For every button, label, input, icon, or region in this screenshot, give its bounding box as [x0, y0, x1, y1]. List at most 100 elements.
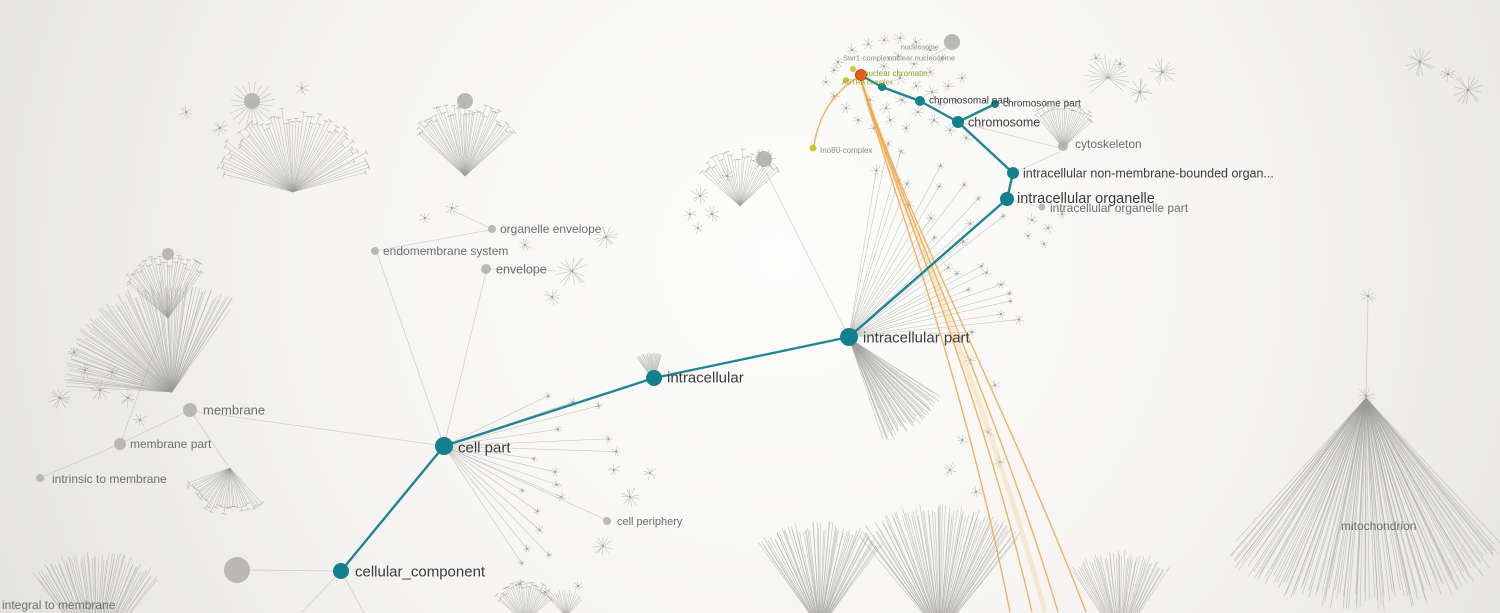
collapsed-term-node[interactable] — [1089, 52, 1103, 64]
collapsed-term-node[interactable] — [684, 207, 697, 221]
label-intracellular-organelle[interactable]: intracellular organelle — [1017, 191, 1155, 207]
collapsed-term-node[interactable] — [1056, 208, 1068, 219]
related-term-node[interactable] — [850, 66, 856, 72]
related-term-node[interactable] — [843, 77, 849, 83]
hub-node[interactable] — [1038, 203, 1046, 211]
collapsed-term-node[interactable] — [643, 467, 656, 480]
hub-node[interactable] — [488, 225, 496, 233]
collapsed-term-node[interactable] — [878, 59, 890, 73]
hub-node[interactable] — [114, 438, 126, 450]
collapsed-term-node[interactable] — [1360, 288, 1376, 303]
hub-node[interactable] — [603, 517, 611, 525]
label-nuclear-chromatin[interactable]: nuclear chromatin — [864, 69, 928, 78]
collapsed-term-node[interactable] — [692, 222, 703, 234]
collapsed-term-node[interactable] — [924, 85, 939, 100]
label-intracellular-organelle-part[interactable]: intracellular organelle part — [1050, 201, 1189, 215]
collapsed-term-node[interactable] — [846, 44, 858, 55]
label-cell-periphery[interactable]: cell periphery — [617, 516, 683, 528]
label-endomembrane-system[interactable]: endomembrane system — [383, 244, 508, 258]
label-mitochondrion[interactable]: mitochondrion — [1341, 519, 1416, 533]
hub-node[interactable] — [1058, 141, 1068, 151]
label-intracellular[interactable]: intracellular — [667, 369, 744, 386]
term-node-chromosomal-part[interactable] — [915, 96, 925, 106]
collapsed-term-node[interactable] — [879, 102, 892, 114]
collapsed-term-node[interactable] — [993, 455, 1006, 469]
collapsed-term-node[interactable] — [936, 52, 948, 64]
collapsed-term-node[interactable] — [892, 51, 904, 61]
term-node-intracellular-organelle[interactable] — [1000, 192, 1014, 206]
collapsed-term-node[interactable] — [446, 201, 459, 216]
hub-node[interactable] — [244, 93, 260, 109]
collapsed-term-node[interactable] — [909, 58, 920, 70]
collapsed-term-node[interactable] — [893, 71, 907, 85]
collapsed-term-node[interactable] — [839, 101, 852, 114]
collapsed-term-node[interactable] — [1128, 79, 1153, 104]
hub-node[interactable] — [36, 474, 44, 482]
collapsed-term-node[interactable] — [519, 238, 532, 251]
collapsed-term-node[interactable] — [911, 105, 925, 117]
collapsed-term-node[interactable] — [119, 388, 136, 408]
collapsed-term-node[interactable] — [933, 98, 946, 110]
collapsed-term-node[interactable] — [829, 64, 840, 75]
term-node-chromosome[interactable] — [952, 116, 964, 128]
collapsed-term-node[interactable] — [544, 289, 561, 306]
label-intracellular-part[interactable]: intracellular part — [863, 329, 971, 346]
hub-node[interactable] — [183, 403, 197, 417]
collapsed-term-node[interactable] — [924, 66, 936, 78]
hub-node[interactable] — [224, 557, 250, 583]
collapsed-term-node[interactable] — [1114, 58, 1126, 70]
label-integral-to-membrane[interactable]: integral to membrane — [2, 598, 116, 612]
collapsed-term-node[interactable] — [719, 168, 734, 184]
collapsed-term-node[interactable] — [983, 427, 993, 438]
collapsed-term-node[interactable] — [924, 44, 937, 55]
collapsed-term-node[interactable] — [607, 463, 620, 475]
collapsed-term-node[interactable] — [295, 80, 309, 95]
collapsed-term-node[interactable] — [555, 257, 588, 287]
collapsed-term-node[interactable] — [961, 133, 972, 144]
label-nucleosome[interactable]: nucleosome — [901, 44, 939, 51]
term-node-intracellular-part[interactable] — [840, 328, 858, 346]
collapsed-term-node[interactable] — [910, 36, 922, 47]
term-node-junction[interactable] — [878, 83, 886, 91]
selected-term-node[interactable] — [855, 69, 867, 81]
collapsed-term-node[interactable] — [1453, 75, 1483, 105]
label-astra-complex[interactable]: ASTRA complex — [842, 79, 893, 86]
term-node-chromosome-part[interactable] — [991, 100, 999, 108]
hub-node[interactable] — [944, 34, 960, 50]
collapsed-term-node[interactable] — [1439, 67, 1457, 83]
collapsed-term-node[interactable] — [829, 91, 840, 101]
collapsed-term-node[interactable] — [515, 578, 526, 590]
collapsed-term-node[interactable] — [105, 365, 120, 380]
collapsed-term-node[interactable] — [621, 487, 641, 507]
label-envelope[interactable]: envelope — [496, 262, 547, 276]
related-term-node[interactable] — [809, 144, 817, 152]
collapsed-term-node[interactable] — [852, 115, 863, 125]
collapsed-term-node[interactable] — [878, 34, 890, 45]
collapsed-term-node[interactable] — [133, 414, 147, 427]
collapsed-term-node[interactable] — [862, 37, 873, 50]
collapsed-term-node[interactable] — [1042, 223, 1053, 234]
collapsed-term-node[interactable] — [89, 380, 111, 400]
label-organelle-envelope[interactable]: organelle envelope — [500, 222, 602, 236]
label-swr1-complex[interactable]: Swr1-complex — [843, 54, 891, 63]
collapsed-term-node[interactable] — [48, 388, 71, 409]
collapsed-term-node[interactable] — [592, 537, 613, 556]
collapsed-term-node[interactable] — [419, 212, 431, 223]
collapsed-term-node[interactable] — [957, 435, 968, 445]
collapsed-term-node[interactable] — [901, 122, 911, 134]
term-node-intracellular-non-membrane-bounded-organ[interactable] — [1007, 167, 1019, 179]
collapsed-term-node[interactable] — [1023, 231, 1032, 240]
label-chromosome-part[interactable]: chromosome part — [1003, 99, 1081, 110]
label-ino80-complex[interactable]: Ino80-complex — [820, 146, 872, 155]
label-intracellular-non-membrane-bounded-organ[interactable]: intracellular non-membrane-bounded organ… — [1023, 166, 1274, 180]
collapsed-term-node[interactable] — [1039, 240, 1048, 249]
collapsed-term-node[interactable] — [77, 363, 92, 379]
collapsed-term-node[interactable] — [1404, 47, 1435, 77]
term-node-cell-part[interactable] — [435, 437, 453, 455]
term-node-intracellular[interactable] — [646, 370, 662, 386]
hub-node[interactable] — [371, 247, 379, 255]
label-chromosomal-part[interactable]: chromosomal part — [929, 96, 1009, 107]
label-chromosome[interactable]: chromosome — [968, 115, 1040, 129]
collapsed-term-node[interactable] — [970, 486, 983, 498]
